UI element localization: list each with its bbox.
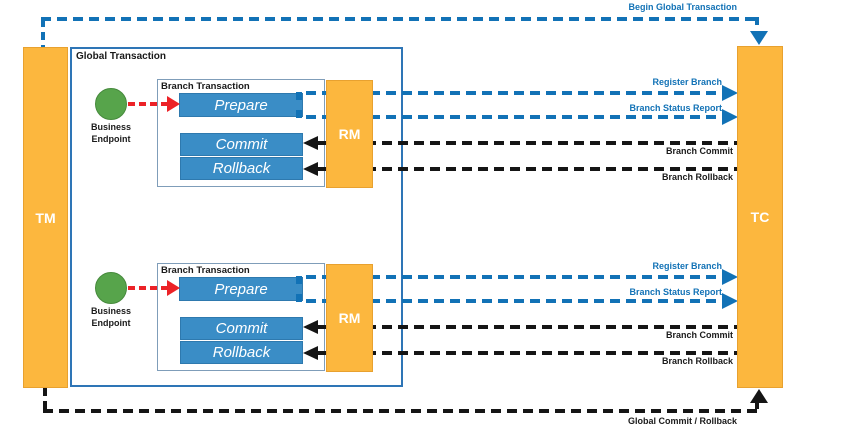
register-branch-line: [306, 91, 722, 95]
arrow-up-icon: [750, 389, 768, 403]
arrow-right-icon: [167, 280, 180, 296]
branch-transaction-label: Branch Transaction: [161, 265, 250, 276]
register-bracket-bottom: [296, 294, 302, 302]
global-commit-line-right-stub: [755, 401, 759, 410]
branch-status-line: [306, 299, 722, 303]
begin-global-transaction-label: Begin Global Transaction: [628, 2, 737, 12]
register-branch-line: [306, 275, 722, 279]
branch-transaction-label: Branch Transaction: [161, 81, 250, 92]
arrow-left-icon: [303, 136, 318, 150]
branch-transaction-group-2: Branch Transaction Business Endpoint Pre…: [0, 261, 850, 375]
business-endpoint-label: Business Endpoint: [90, 122, 132, 144]
rm-box: RM: [326, 264, 373, 372]
tm-label: TM: [35, 209, 56, 226]
branch-commit-line: [318, 325, 737, 329]
arrow-right-icon: [722, 109, 738, 125]
arrow-right-icon: [722, 85, 738, 101]
arrow-right-icon: [722, 293, 738, 309]
tm-box: TM: [23, 47, 68, 388]
begin-global-line: [41, 17, 761, 21]
register-bracket-bottom: [296, 110, 302, 118]
arrow-left-icon: [303, 162, 318, 176]
arrow-left-icon: [303, 320, 318, 334]
branch-status-report-label: Branch Status Report: [629, 103, 722, 113]
global-commit-rollback-label: Global Commit / Rollback: [627, 416, 737, 426]
commit-box: Commit: [180, 133, 303, 156]
branch-commit-label: Branch Commit: [665, 330, 733, 340]
branch-status-report-label: Branch Status Report: [629, 287, 722, 297]
invoke-arrow-line: [128, 286, 167, 290]
business-endpoint-circle: [95, 88, 127, 120]
branch-rollback-label: Branch Rollback: [661, 356, 733, 366]
rollback-box: Rollback: [180, 157, 303, 180]
branch-status-line: [306, 115, 722, 119]
branch-rollback-line: [318, 167, 737, 171]
arrow-right-icon: [167, 96, 180, 112]
global-commit-line: [43, 409, 761, 413]
register-bracket-top: [296, 276, 302, 284]
business-endpoint-circle: [95, 272, 127, 304]
begin-global-line-right-stub: [755, 17, 759, 30]
branch-rollback-label: Branch Rollback: [661, 172, 733, 182]
branch-rollback-line: [318, 351, 737, 355]
register-branch-label: Register Branch: [652, 261, 722, 271]
global-commit-line-left-stub: [43, 388, 47, 410]
register-branch-label: Register Branch: [652, 77, 722, 87]
branch-commit-label: Branch Commit: [665, 146, 733, 156]
prepare-box: Prepare: [179, 93, 303, 117]
branch-transaction-group-1: Branch Transaction Business Endpoint Pre…: [0, 77, 850, 191]
invoke-arrow-line: [128, 102, 167, 106]
rm-box: RM: [326, 80, 373, 188]
arrow-right-icon: [722, 269, 738, 285]
business-endpoint-label: Business Endpoint: [90, 306, 132, 328]
commit-box: Commit: [180, 317, 303, 340]
arrow-left-icon: [303, 346, 318, 360]
global-transaction-label: Global Transaction: [76, 51, 167, 62]
begin-global-line-left-stub: [41, 19, 45, 47]
tc-box: TC: [737, 46, 783, 388]
branch-commit-line: [318, 141, 737, 145]
arrow-down-icon: [750, 31, 768, 45]
rollback-box: Rollback: [180, 341, 303, 364]
prepare-box: Prepare: [179, 277, 303, 301]
global-transaction-box: [70, 47, 403, 387]
tc-label: TC: [750, 209, 770, 225]
register-bracket-top: [296, 92, 302, 100]
